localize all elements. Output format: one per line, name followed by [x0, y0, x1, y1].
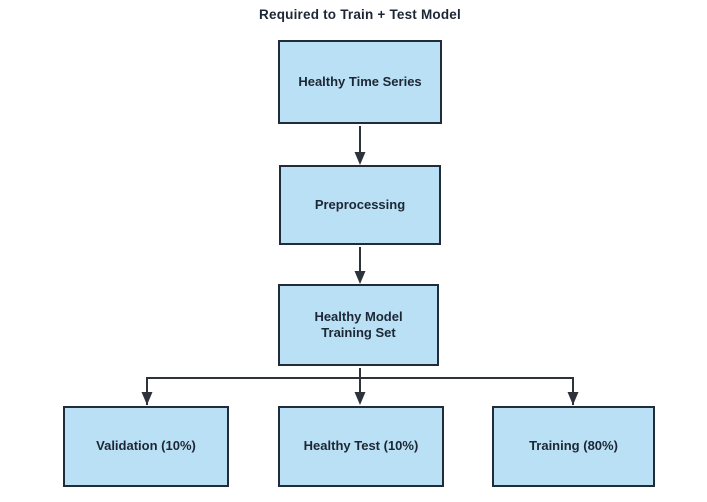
arrowhead-validation — [141, 392, 153, 405]
node-healthy-model-training-set: Healthy Model Training Set — [278, 284, 439, 366]
node-validation: Validation (10%) — [63, 406, 229, 487]
node-training: Training (80%) — [492, 406, 655, 487]
node-healthy-test: Healthy Test (10%) — [278, 406, 444, 487]
arrowhead-trainingset — [354, 271, 366, 284]
arrowhead-preprocessing — [354, 152, 366, 165]
arrowhead-training — [567, 392, 579, 405]
node-healthy-time-series: Healthy Time Series — [278, 40, 442, 124]
diagram-title: Required to Train + Test Model — [259, 7, 461, 22]
arrowhead-healthy-test — [354, 392, 366, 405]
node-preprocessing: Preprocessing — [279, 165, 441, 245]
